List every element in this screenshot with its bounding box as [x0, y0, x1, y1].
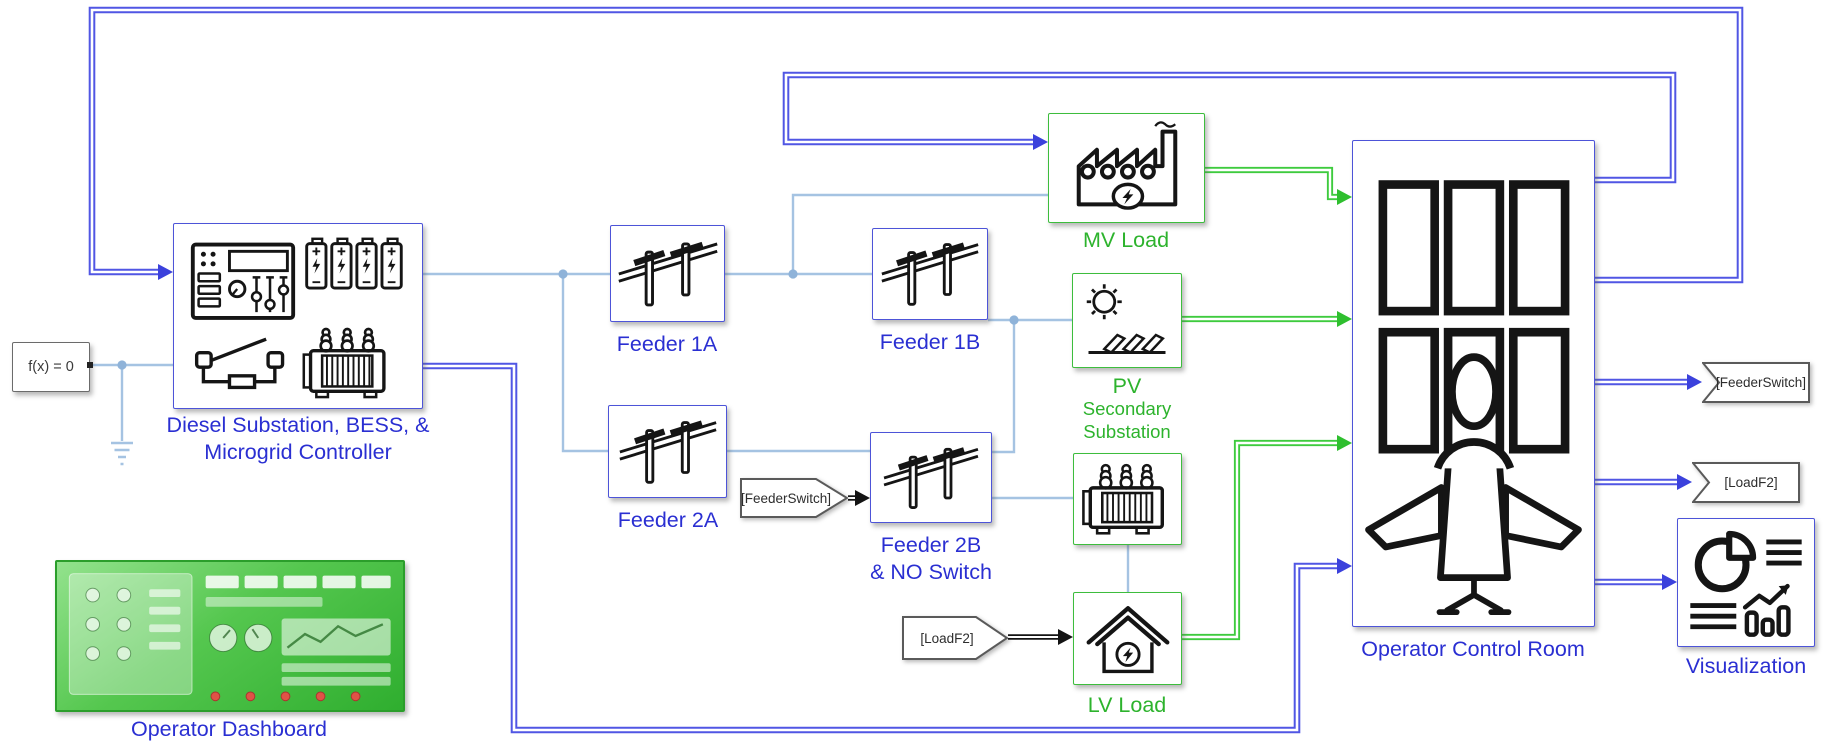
wire-from-feederswitch-to-feeder2b[interactable]	[848, 490, 870, 506]
label-secondary-substation: Secondary Substation	[1082, 398, 1172, 442]
goto-tag-loadf2[interactable]: [LoadF2]	[1692, 462, 1800, 503]
block-operator-dashboard[interactable]	[55, 560, 405, 712]
charts-icon	[1690, 530, 1802, 637]
from-tag-loadf2-label: [LoadF2]	[920, 630, 974, 646]
wire-control-to-diesel-loop[interactable]	[88, 6, 1744, 284]
arrowhead-icon	[1687, 374, 1702, 390]
arrowhead-icon	[1337, 189, 1352, 205]
wire-mv-load-to-control[interactable]	[1205, 166, 1352, 205]
substation-bess-controller-icon	[190, 237, 403, 399]
block-pv[interactable]	[1072, 273, 1182, 368]
label-pv: PV	[1112, 374, 1142, 398]
arrowhead-icon	[1677, 474, 1692, 490]
arrowhead-icon	[1337, 311, 1352, 327]
goto-tag-feederswitch-label: [FeederSwitch]	[1715, 375, 1807, 390]
ground-icon[interactable]	[111, 365, 133, 466]
wire-control-to-goto-feederswitch[interactable]	[1595, 374, 1702, 390]
wire-control-to-goto-loadf2[interactable]	[1595, 474, 1692, 490]
label-visualization: Visualization	[1685, 654, 1807, 678]
from-tag-feederswitch-label: [FeederSwitch]	[740, 490, 832, 506]
label-feeder-1b: Feeder 1B	[879, 330, 981, 354]
dashboard-preview	[68, 573, 391, 702]
block-feeder-2a[interactable]	[608, 405, 727, 498]
power-line-icon	[883, 446, 979, 509]
arrowhead-icon	[855, 490, 870, 506]
arrowhead-icon	[1033, 134, 1048, 150]
wire-lv-load-to-control[interactable]	[1181, 435, 1352, 641]
wire-tie-to-feeder2b[interactable]	[992, 320, 1016, 454]
block-feeder-1a[interactable]	[610, 225, 725, 322]
wire-junction-to-mv-load[interactable]	[791, 193, 1048, 274]
solver-output-port[interactable]	[87, 362, 93, 368]
wire-junction-dot	[117, 360, 127, 370]
arrowhead-icon	[158, 264, 173, 280]
from-tag-feederswitch[interactable]: [FeederSwitch]	[740, 478, 848, 518]
house-power-icon	[1086, 605, 1169, 673]
power-line-icon	[618, 420, 717, 484]
transformer-icon	[1081, 463, 1164, 535]
factory-icon	[1076, 121, 1177, 210]
wire-junction-dot	[1009, 315, 1019, 325]
arrowhead-icon	[1337, 435, 1352, 451]
wire-junction-to-feeder2a[interactable]	[561, 274, 608, 453]
control-room-icon	[1365, 180, 1582, 616]
wire-control-to-mv-load-loop[interactable]	[782, 71, 1677, 184]
goto-tag-feederswitch[interactable]: [FeederSwitch]	[1702, 362, 1810, 403]
solver-label: f(x) = 0	[28, 359, 74, 375]
label-feeder-2a: Feeder 2A	[617, 508, 719, 532]
wire-from-loadf2-to-lv-load[interactable]	[1008, 629, 1073, 645]
goto-tag-loadf2-label: [LoadF2]	[1724, 475, 1778, 490]
label-lv-load: LV Load	[1087, 693, 1167, 717]
label-mv-load: MV Load	[1082, 228, 1170, 252]
label-operator-dashboard: Operator Dashboard	[131, 717, 327, 741]
wire-control-to-visualization[interactable]	[1595, 574, 1677, 590]
arrowhead-icon	[1058, 629, 1073, 645]
arrowhead-icon	[1662, 574, 1677, 590]
block-secondary-substation[interactable]	[1073, 453, 1182, 545]
block-mv-load[interactable]	[1048, 113, 1205, 223]
label-feeder-1a: Feeder 1A	[616, 332, 718, 356]
label-operator-control-room: Operator Control Room	[1361, 637, 1585, 661]
arrowhead-icon	[1337, 558, 1352, 574]
wire-diesel-to-control-room[interactable]	[423, 362, 1352, 734]
power-line-icon	[617, 241, 718, 306]
wire-junction-dot	[788, 269, 798, 279]
block-solver[interactable]: f(x) = 0	[12, 342, 90, 392]
block-operator-control-room[interactable]	[1352, 140, 1595, 627]
block-feeder-2b[interactable]	[870, 432, 992, 523]
from-tag-loadf2[interactable]: [LoadF2]	[902, 616, 1008, 660]
label-diesel-substation: Diesel Substation, BESS, & Microgrid Con…	[166, 413, 430, 464]
wire-pv-to-control[interactable]	[1182, 311, 1352, 327]
label-feeder-2b: Feeder 2B & NO Switch	[870, 533, 992, 584]
block-diesel-substation[interactable]	[173, 223, 423, 409]
block-visualization[interactable]	[1677, 518, 1815, 647]
solar-panel-icon	[1086, 283, 1166, 354]
power-line-icon	[881, 242, 979, 306]
block-feeder-1b[interactable]	[872, 228, 988, 320]
wire-junction-dot	[558, 269, 568, 279]
block-lv-load[interactable]	[1073, 592, 1182, 685]
